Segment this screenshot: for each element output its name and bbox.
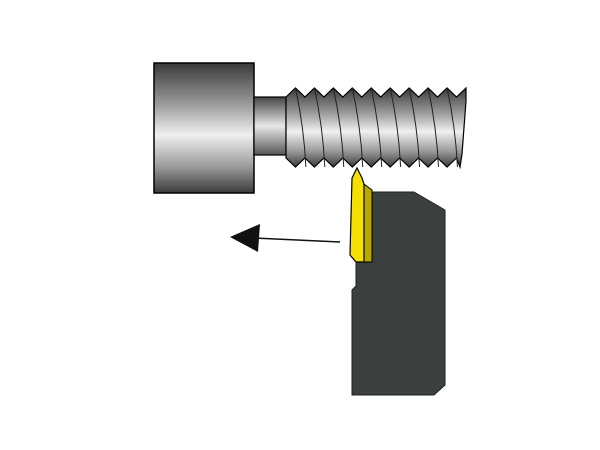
thread-flank-line (446, 87, 458, 168)
thread-flank-line (370, 87, 383, 168)
thread-flank-line (313, 87, 326, 168)
thread-flank-line (294, 87, 307, 168)
cutting-insert (349, 166, 365, 263)
bolt-head (153, 62, 255, 194)
thread-flank-line (389, 87, 402, 168)
thread-flank-line (427, 87, 440, 168)
thread-flank-line (332, 87, 345, 168)
thread-flank-line (408, 87, 421, 168)
thread-body (285, 86, 467, 170)
bolt-threaded-shank (285, 86, 467, 170)
bolt-neck (253, 96, 287, 156)
arrow-shaft (253, 237, 341, 243)
thread-flanks (294, 87, 458, 168)
arrow-head (230, 224, 260, 252)
thread-flank-line (351, 87, 364, 168)
insert-side (363, 183, 373, 263)
feed-direction-arrow (230, 224, 341, 252)
